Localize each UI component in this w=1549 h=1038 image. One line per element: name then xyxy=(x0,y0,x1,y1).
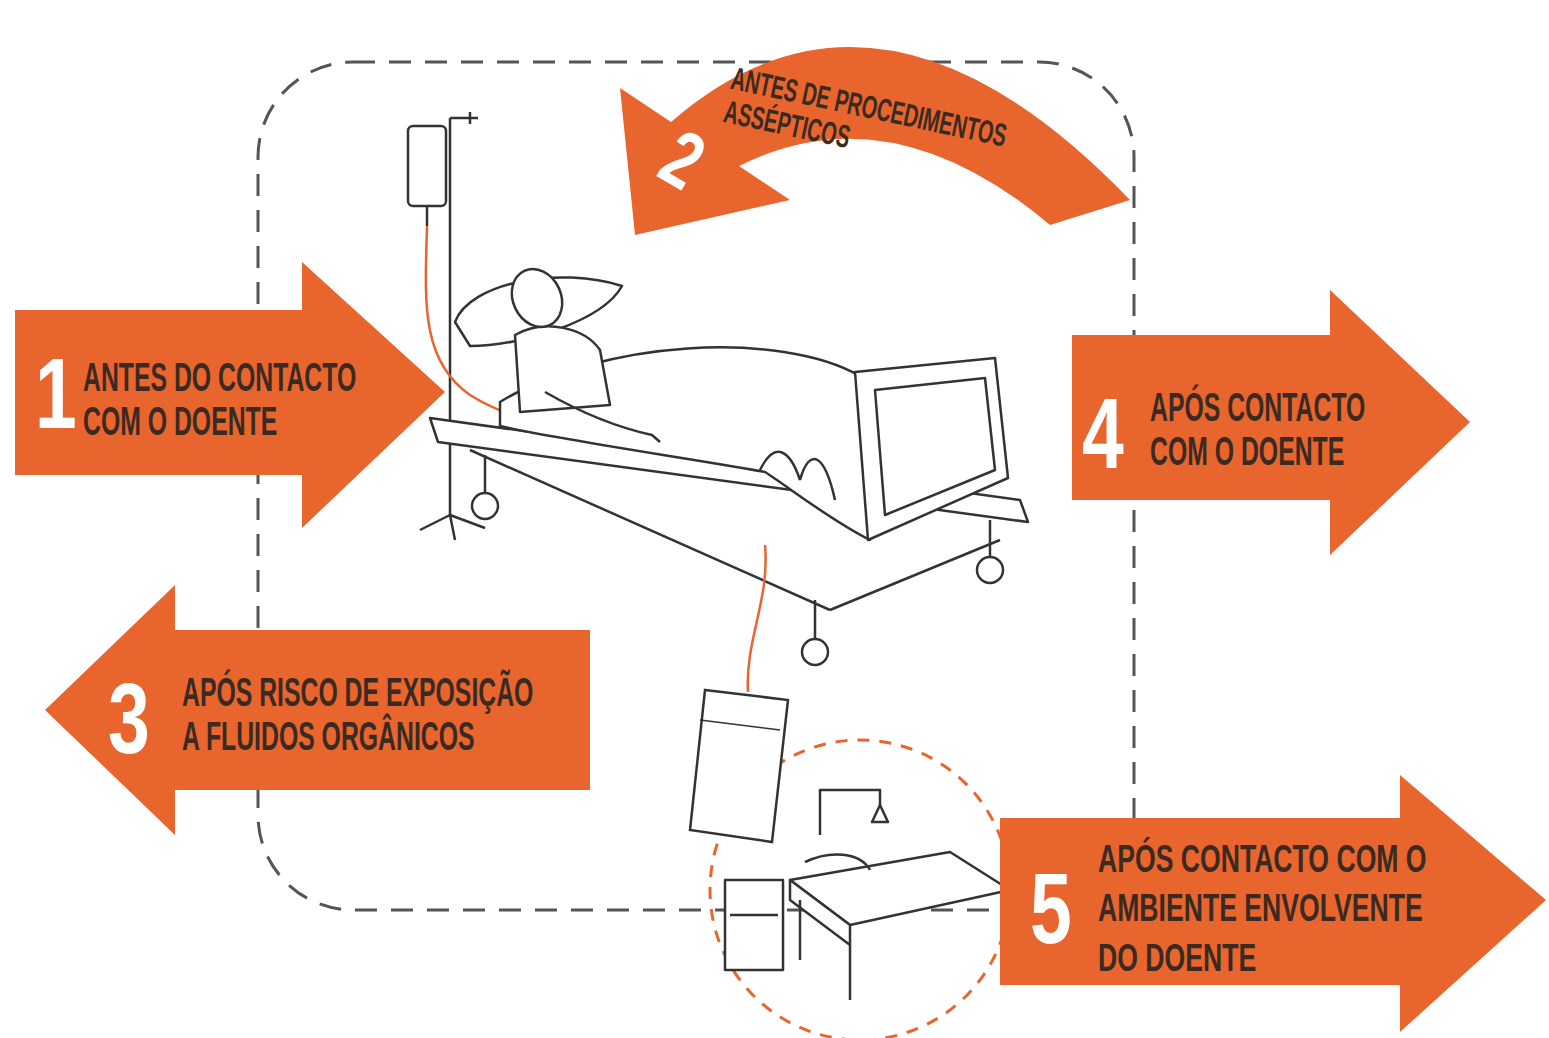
empty-bed-leg xyxy=(799,900,802,960)
moment-label: APÓS RISCO DE EXPOSIÇÃO A FLUIDOS ORGÂNI… xyxy=(182,670,546,758)
patient-head xyxy=(503,261,572,336)
iv-base xyxy=(420,515,485,540)
arrow-fill xyxy=(15,262,445,528)
arrow-fill xyxy=(45,585,590,835)
bed-leg xyxy=(484,455,487,495)
moment-number: 3 xyxy=(108,668,168,768)
bed-wheel xyxy=(977,557,1003,583)
iv-hook xyxy=(450,112,478,124)
bed-lift-bar xyxy=(820,790,880,835)
bedside-drawer xyxy=(730,914,778,917)
moment-arrow: 2ANTES DE PROCEDIMENTOS ASSÉPTICOS xyxy=(600,30,1145,245)
bed-wheel xyxy=(472,493,498,519)
moment-number: 5 xyxy=(1030,858,1090,958)
moment-label: APÓS CONTACTO COM O DOENTE xyxy=(1150,385,1400,473)
bedside-table xyxy=(725,880,783,970)
bed-wheel xyxy=(802,639,828,665)
arrow-fill xyxy=(620,47,1130,235)
iv-pole xyxy=(449,118,452,515)
urine-tube xyxy=(748,545,766,692)
patient-environment xyxy=(725,790,1010,1000)
empty-bed-leg xyxy=(849,945,852,1000)
patient-torso xyxy=(515,326,610,412)
iv-spike xyxy=(426,206,429,226)
arrow-fill xyxy=(1072,290,1470,555)
bed-footboard xyxy=(855,358,1008,540)
moment-label: APÓS CONTACTO COM O AMBIENTE ENVOLVENTE … xyxy=(1098,835,1458,983)
moment-arrow: 4APÓS CONTACTO COM O DOENTE xyxy=(1070,288,1472,558)
bed-leg xyxy=(989,520,992,558)
moment-number: 4 xyxy=(1082,383,1142,483)
moment-arrow: 1ANTES DO CONTACTO COM O DOENTE xyxy=(15,260,447,530)
moment-arrow: 5APÓS CONTACTO COM O AMBIENTE ENVOLVENTE… xyxy=(995,773,1548,1035)
lift-handle xyxy=(872,805,888,822)
arrow-fill xyxy=(1000,775,1546,1032)
bed-footboard-panel xyxy=(875,378,995,515)
hospital-bed xyxy=(430,261,1028,665)
patient-arm xyxy=(545,392,660,442)
blanket-folds xyxy=(760,452,835,500)
urine-bag-mark xyxy=(700,720,780,730)
empty-bed-pillow xyxy=(805,854,870,870)
bed-leg xyxy=(814,600,817,640)
moment-label: ANTES DO CONTACTO COM O DOENTE xyxy=(83,355,383,443)
moment-arrow: 3APÓS RISCO DE EXPOSIÇÃO A FLUIDOS ORGÂN… xyxy=(42,583,592,838)
iv-bag xyxy=(408,126,446,206)
bed-under-frame xyxy=(830,540,1000,610)
urine-bag xyxy=(690,690,788,842)
